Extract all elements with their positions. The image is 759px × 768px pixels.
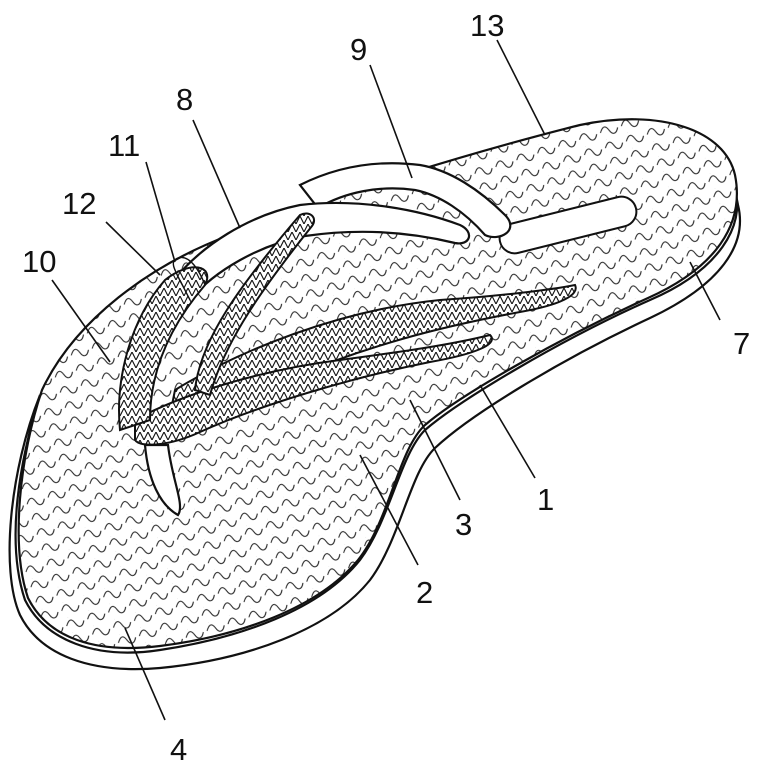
leader-13 [496,39,546,136]
label-11: 11 [108,128,140,163]
right-strap [298,162,512,239]
label-10: 10 [22,244,56,279]
leader-8 [192,119,241,229]
leader-7 [689,261,721,321]
label-8: 8 [176,82,193,117]
strap-teeth-band [118,212,577,446]
leader-11 [145,161,176,263]
label-13: 13 [470,8,504,43]
leader-4 [124,627,166,721]
label-7: 7 [733,326,750,361]
leader-10 [51,279,111,363]
toe-post [143,443,182,517]
leader-1 [479,384,536,479]
label-4: 4 [170,732,187,767]
label-1: 1 [537,482,554,517]
label-9: 9 [350,32,367,67]
label-3: 3 [455,507,472,542]
leader-2 [359,454,419,566]
leader-9 [369,64,413,179]
leader-3 [409,399,461,501]
sole-slot [498,195,638,255]
leader-12 [105,221,161,276]
reference-numerals: 13 9 8 11 12 10 7 1 3 2 4 [22,8,750,767]
label-12: 12 [62,186,96,221]
label-2: 2 [416,575,433,610]
leader-lines [51,39,721,721]
